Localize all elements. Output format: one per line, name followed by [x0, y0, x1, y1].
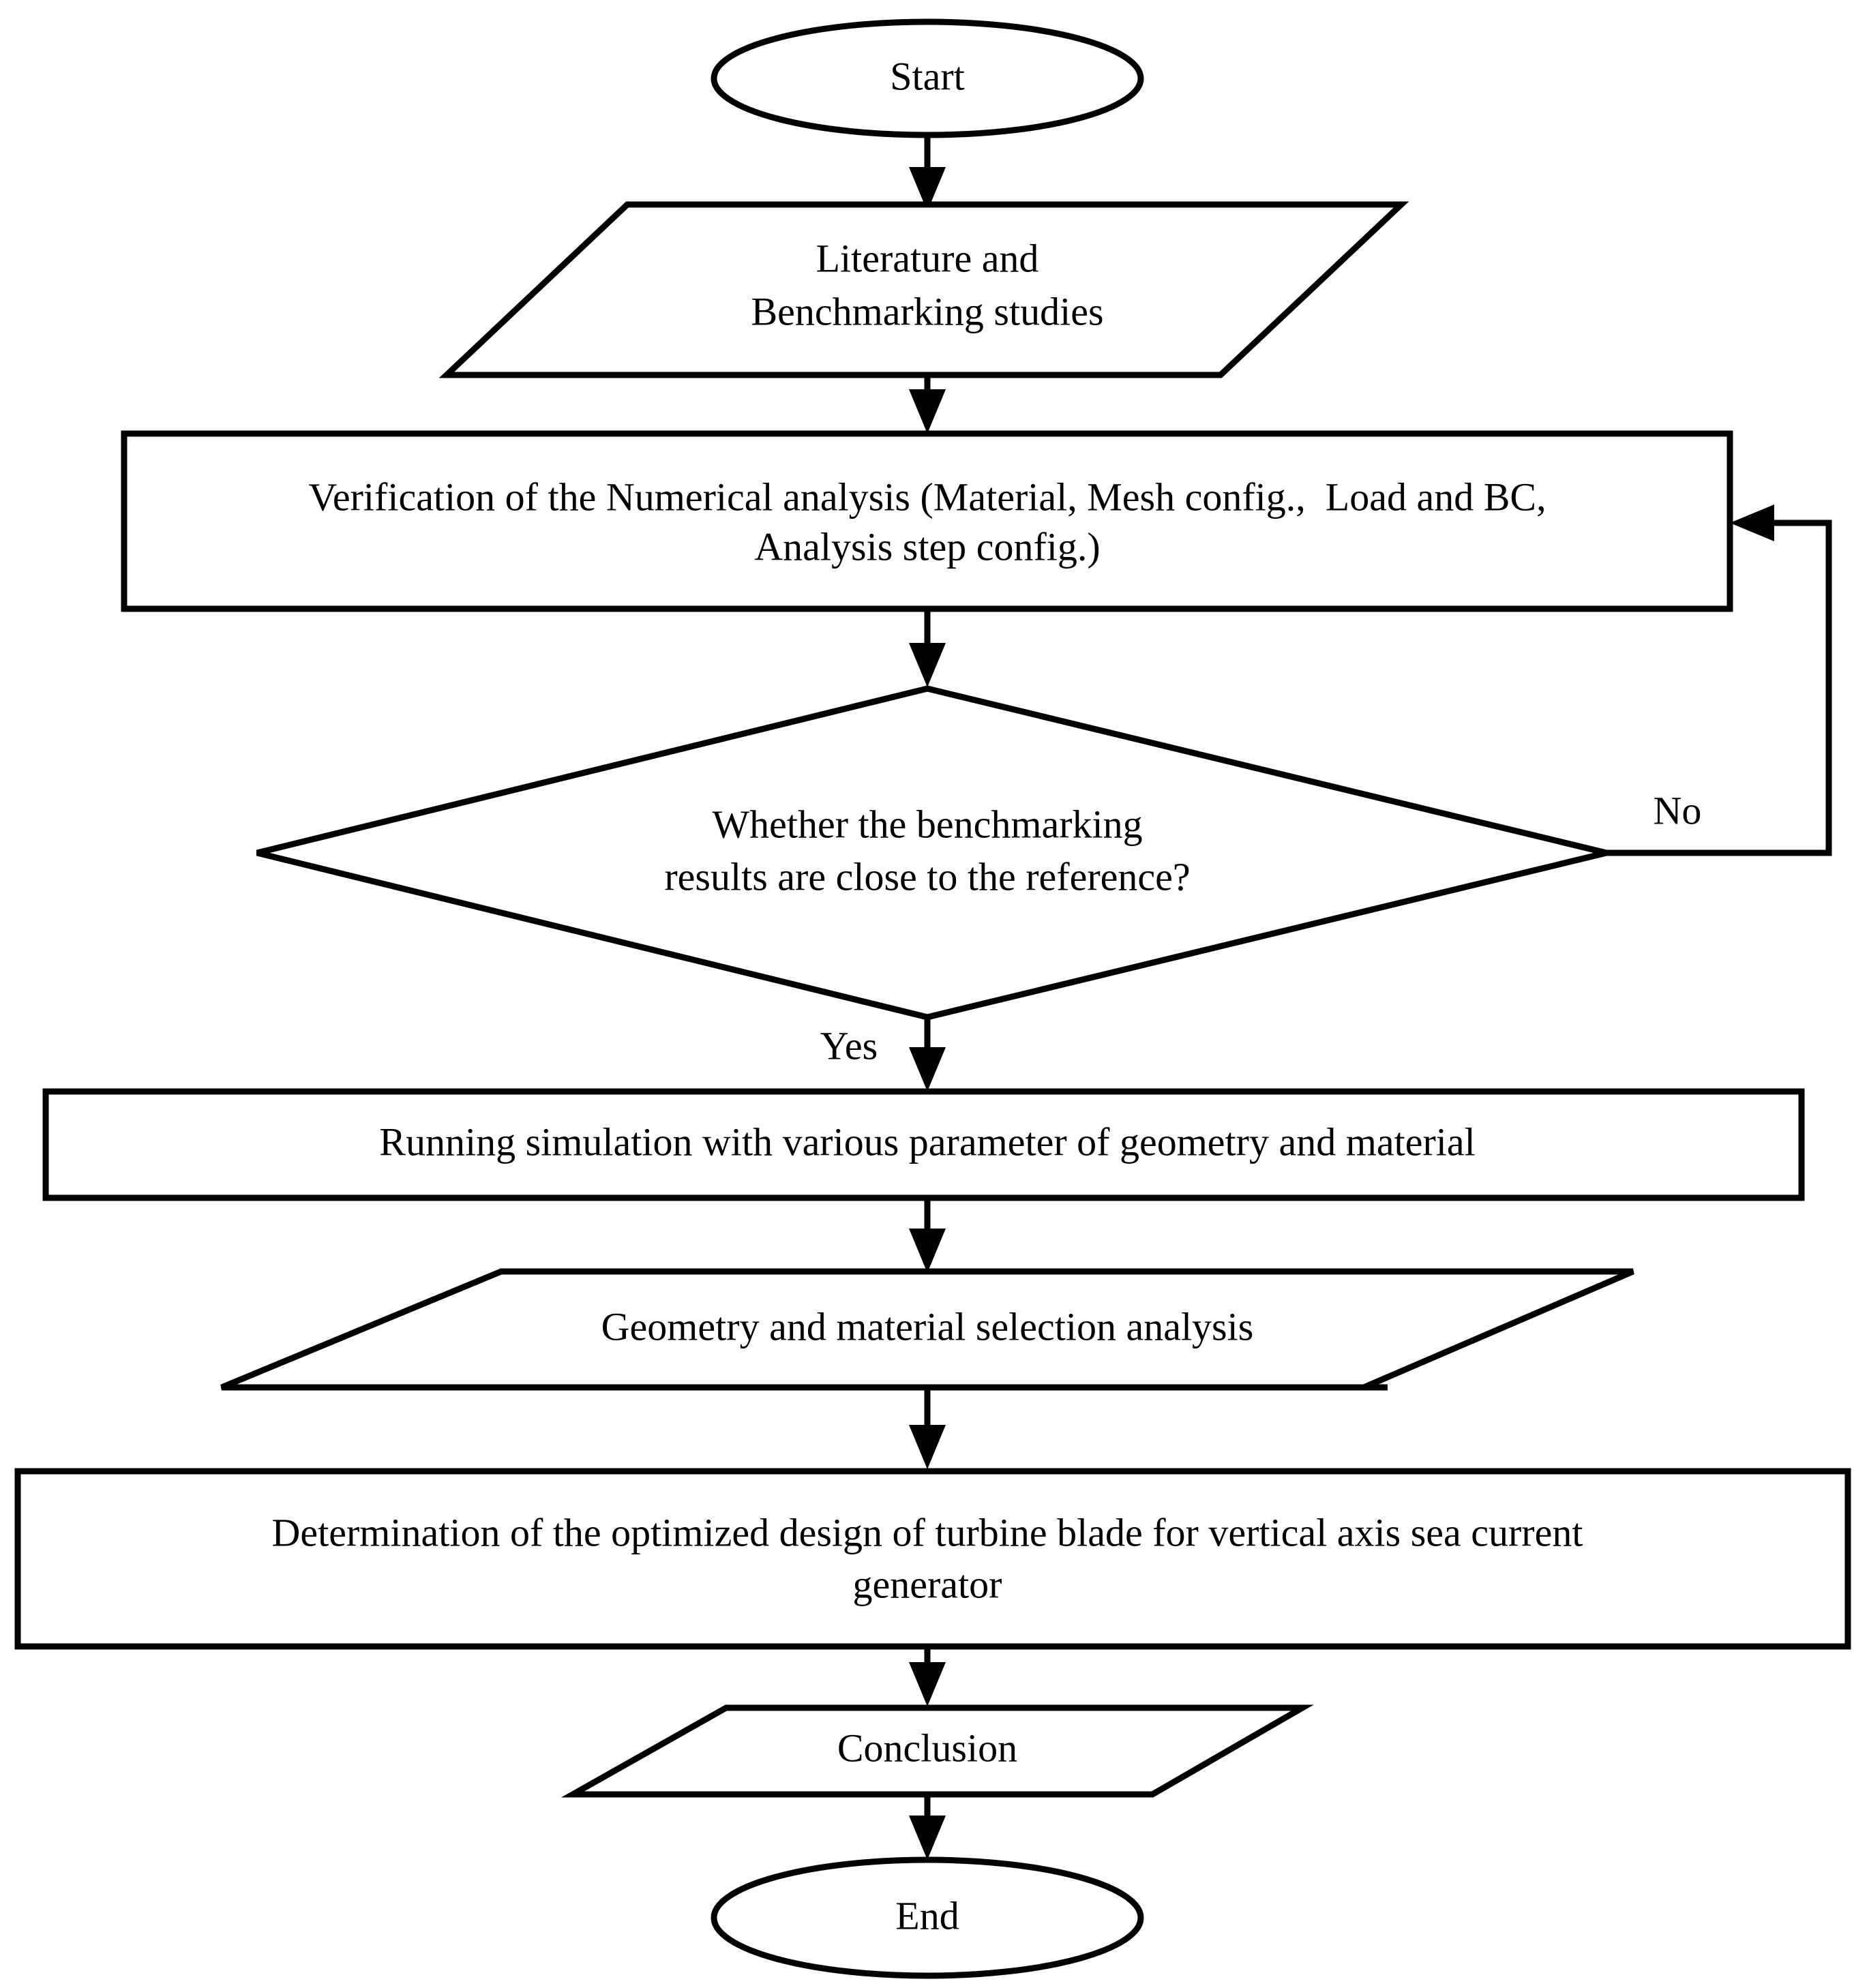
determination-label-line1: Determination of the optimized design of… — [272, 1510, 1583, 1554]
edge-selection-to-determination — [909, 1384, 1388, 1469]
edge-literature-to-verification — [909, 375, 946, 434]
edge-conclusion-to-end — [909, 1794, 946, 1860]
end-terminator-shape — [711, 1856, 1144, 1979]
node-selection[interactable]: Geometry and material selection analysis — [220, 1268, 1634, 1391]
arrow-head-icon — [909, 1662, 946, 1706]
conclusion-io-shape — [560, 1704, 1314, 1798]
arrow-head-icon — [909, 643, 946, 687]
decision-label-line1: Whether the benchmarking — [712, 802, 1142, 846]
edge-running-to-selection — [909, 1198, 946, 1273]
arrow-head-icon — [909, 1047, 946, 1091]
arrow-head-icon — [909, 167, 946, 211]
verification-label-line2: Analysis step config.) — [754, 524, 1100, 569]
end-label: End — [895, 1893, 959, 1938]
node-conclusion[interactable]: Conclusion — [560, 1704, 1314, 1798]
selection-io-shape — [220, 1268, 1634, 1391]
edge-determination-to-conclusion — [909, 1646, 946, 1706]
node-verification[interactable]: Verification of the Numerical analysis (… — [121, 430, 1733, 612]
edge-start-to-literature — [909, 135, 946, 211]
running-label: Running simulation with various paramete… — [379, 1119, 1475, 1164]
node-running-simulation[interactable]: Running simulation with various paramete… — [42, 1088, 1805, 1201]
determination-label-line2: generator — [853, 1562, 1002, 1606]
arrow-head-icon — [1730, 504, 1774, 541]
running-process-shape — [42, 1088, 1805, 1201]
decision-diamond-shape — [256, 685, 1608, 1021]
literature-label-line1: Literature and — [816, 236, 1039, 280]
node-start[interactable]: Start — [711, 18, 1144, 138]
edge-decision-yes-to-running — [909, 1017, 946, 1091]
node-end[interactable]: End — [711, 1856, 1144, 1979]
edge-decision-no-loop — [1606, 504, 1832, 856]
edge-verification-to-decision — [909, 609, 946, 687]
literature-io-shape — [438, 201, 1409, 378]
verification-label-line1: Verification of the Numerical analysis (… — [308, 475, 1546, 519]
start-terminator-shape — [711, 18, 1144, 138]
arrow-head-icon — [909, 1229, 946, 1273]
edge-label-yes: Yes — [820, 1023, 878, 1068]
node-decision[interactable]: Whether the benchmarking results are clo… — [256, 685, 1608, 1021]
arrow-head-icon — [909, 1425, 946, 1469]
decision-label-line2: results are close to the reference? — [664, 854, 1190, 899]
determination-process-shape — [14, 1468, 1851, 1650]
verification-process-shape — [121, 430, 1733, 612]
start-label: Start — [890, 54, 965, 98]
selection-label: Geometry and material selection analysis — [601, 1304, 1254, 1349]
conclusion-label: Conclusion — [837, 1726, 1017, 1770]
arrow-head-icon — [909, 1816, 946, 1860]
node-literature[interactable]: Literature and Benchmarking studies — [438, 201, 1409, 378]
node-determination[interactable]: Determination of the optimized design of… — [14, 1468, 1851, 1650]
edge-label-no: No — [1654, 788, 1702, 832]
literature-label-line2: Benchmarking studies — [751, 289, 1103, 333]
arrow-head-icon — [909, 389, 946, 434]
